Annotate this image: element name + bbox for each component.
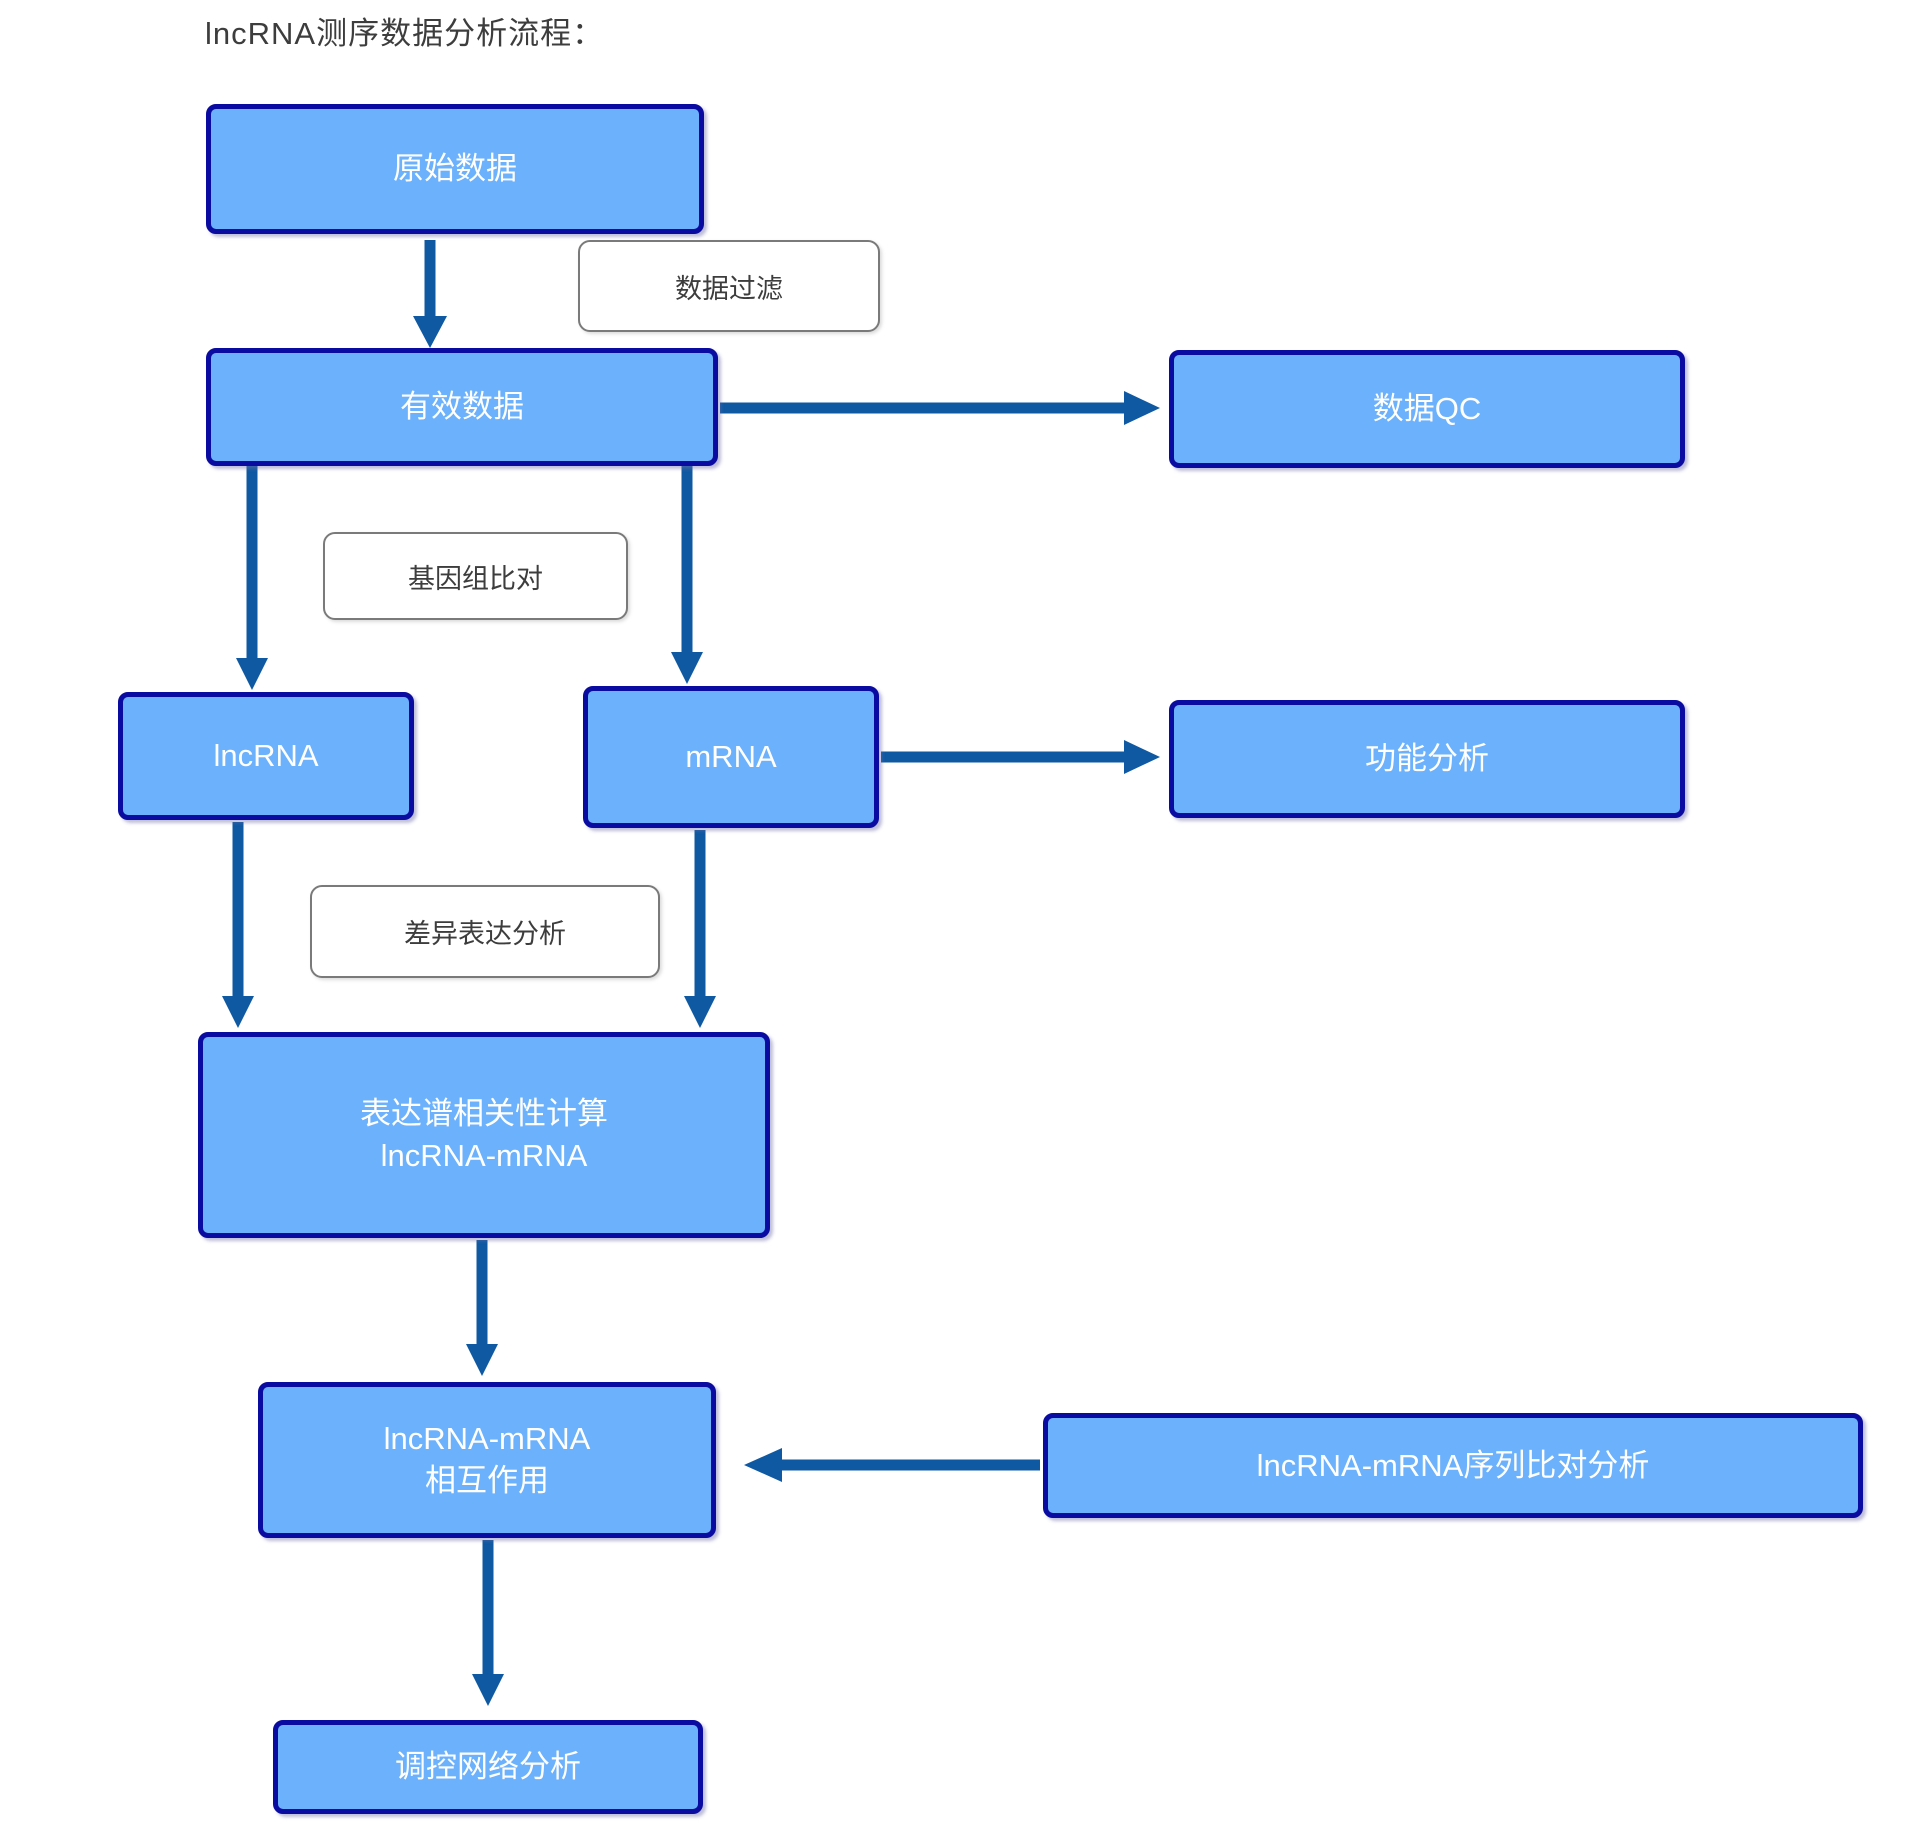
- node-lncrna-mrna-interaction-line1: lncRNA-mRNA: [383, 1421, 591, 1457]
- arrow-lncrna-to-corr: [222, 822, 254, 1028]
- arrow-valid-to-qc: [720, 391, 1160, 425]
- node-seq-alignment-analysis-label: lncRNA-mRNA序列比对分析: [1256, 1447, 1650, 1483]
- arrow-raw-to-valid: [413, 240, 447, 348]
- arrow-seq-to-interact: [744, 1448, 1040, 1482]
- arrow-mrna-to-func: [881, 740, 1160, 774]
- edge-label-genome-alignment: 基因组比对: [323, 532, 628, 620]
- arrow-valid-to-mrna: [671, 466, 703, 684]
- node-lncrna: lncRNA: [118, 692, 414, 820]
- node-seq-alignment-analysis: lncRNA-mRNA序列比对分析: [1043, 1413, 1863, 1518]
- node-expression-correlation-line1: 表达谱相关性计算: [360, 1096, 608, 1132]
- node-lncrna-label: lncRNA: [213, 738, 319, 774]
- arrow-valid-to-lncrna: [236, 466, 268, 690]
- node-regulatory-network-analysis: 调控网络分析: [273, 1720, 703, 1814]
- edge-label-genome-alignment-text: 基因组比对: [408, 563, 543, 594]
- arrow-corr-to-interact: [466, 1240, 498, 1376]
- node-data-qc-label: 数据QC: [1372, 391, 1482, 427]
- arrow-mrna-to-corr: [684, 830, 716, 1028]
- node-mrna-label: mRNA: [685, 739, 777, 775]
- edge-label-diff-expression-text: 差异表达分析: [404, 919, 566, 949]
- node-expression-correlation-line2: lncRNA-mRNA: [380, 1138, 588, 1173]
- node-valid-data-label: 有效数据: [400, 389, 524, 425]
- node-mrna: mRNA: [583, 686, 879, 828]
- node-data-qc: 数据QC: [1169, 350, 1685, 468]
- node-raw-data: 原始数据: [206, 104, 704, 234]
- node-raw-data-label: 原始数据: [393, 151, 517, 187]
- edge-label-diff-expression: 差异表达分析: [310, 885, 660, 978]
- node-functional-analysis-label: 功能分析: [1365, 741, 1489, 777]
- node-lncrna-mrna-interaction-line2: 相互作用: [425, 1463, 549, 1498]
- edge-label-data-filter: 数据过滤: [578, 240, 880, 332]
- node-lncrna-mrna-interaction: lncRNA-mRNA 相互作用: [258, 1382, 716, 1538]
- diagram-title: lncRNA测序数据分析流程：: [205, 16, 605, 51]
- arrow-interact-to-network: [472, 1540, 504, 1706]
- node-expression-correlation: 表达谱相关性计算 lncRNA-mRNA: [198, 1032, 770, 1238]
- node-regulatory-network-analysis-label: 调控网络分析: [395, 1749, 581, 1785]
- node-functional-analysis: 功能分析: [1169, 700, 1685, 818]
- edge-label-data-filter-text: 数据过滤: [675, 273, 783, 304]
- node-valid-data: 有效数据: [206, 348, 718, 466]
